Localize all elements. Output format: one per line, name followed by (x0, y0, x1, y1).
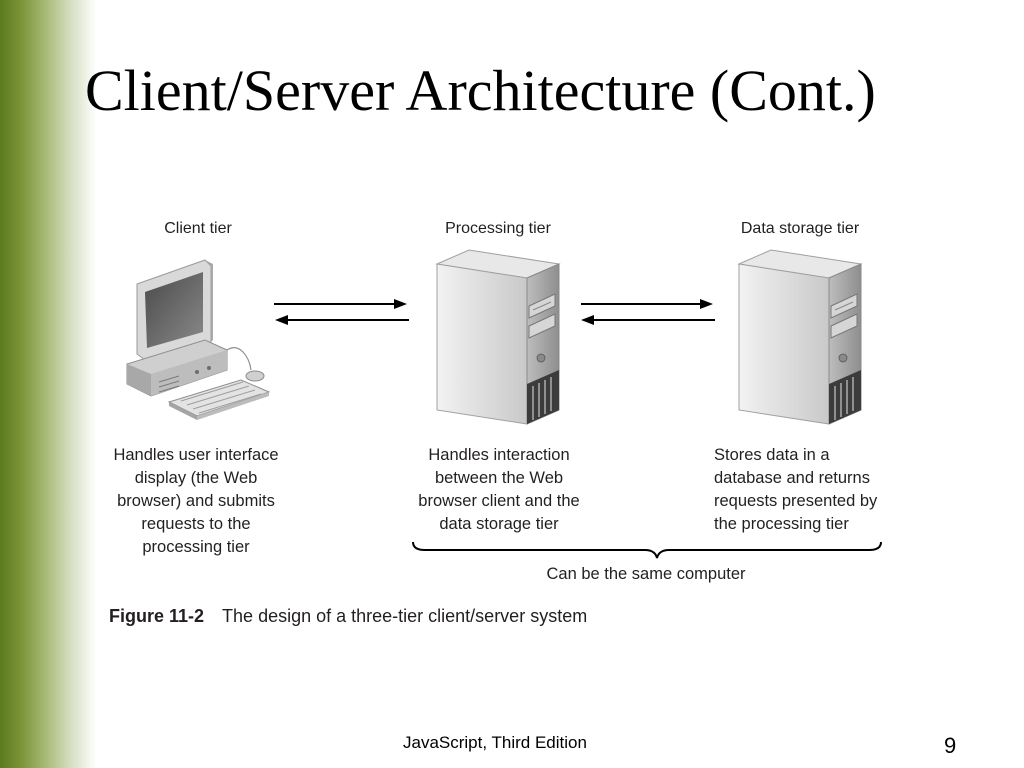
slide-title: Client/Server Architecture (Cont.) (85, 58, 876, 123)
desc-line: between the Web (434, 469, 564, 487)
brace-label: Can be the same computer (546, 565, 746, 583)
desc-line: requests to the (141, 515, 251, 533)
client-tier-description: Handles user interface display (the Web … (113, 444, 278, 559)
desc-line: the processing tier (714, 515, 849, 533)
desc-line: Handles interaction (428, 446, 570, 464)
data-storage-tier-title: Data storage tier (740, 220, 860, 237)
desc-line: database and returns (714, 469, 870, 487)
side-gradient-bar (0, 0, 96, 768)
page-number: 9 (944, 733, 957, 758)
desc-line: processing tier (142, 538, 250, 556)
figure-caption-text: The design of a three-tier client/server… (222, 606, 588, 626)
client-tier-title: Client tier (164, 220, 232, 237)
request-response-arrows-1 (274, 299, 409, 325)
data-storage-tier-description: Stores data in a database and returns re… (714, 444, 877, 536)
desc-line: Handles user interface (113, 446, 279, 464)
figure-graphics (126, 249, 882, 559)
request-response-arrows-2 (581, 299, 715, 325)
grouping-brace (412, 541, 882, 559)
data-storage-server-icon (737, 249, 863, 425)
figure-number: Figure 11-2 (109, 606, 205, 626)
three-tier-figure: Client tier Processing tier Data storage… (109, 214, 901, 606)
processing-tier-title: Processing tier (445, 220, 551, 237)
processing-tier-description: Handles interaction between the Web brow… (418, 444, 579, 536)
slide-footer: JavaScript, Third Edition (403, 733, 587, 752)
desc-line: display (the Web (134, 469, 258, 487)
desktop-computer-icon (126, 259, 271, 420)
desc-line: Stores data in a (714, 446, 830, 464)
desc-line: browser client and the (418, 492, 580, 510)
desc-line: data storage tier (439, 515, 559, 533)
desc-line: browser) and submits (117, 492, 275, 510)
figure-caption: Figure 11-2 The design of a three-tier cl… (109, 606, 587, 627)
desc-line: requests presented by (714, 492, 878, 510)
processing-server-icon (435, 249, 561, 425)
